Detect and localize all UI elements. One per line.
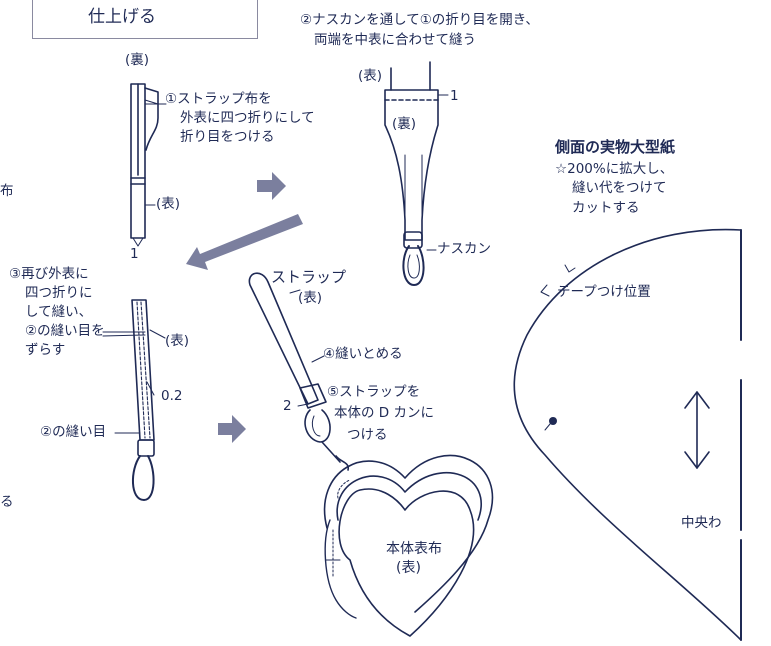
edge-fragment-fu: 布 [0,183,14,199]
step3-instruction-line2: 四つ折りに [25,285,93,301]
step1-ura-label: (裏) [125,52,150,68]
strap-folded-illustration [130,83,167,247]
step2-instruction-line2: 両端を中表に合わせて縫う [314,32,476,48]
finish-heading: 仕上げる [88,7,156,27]
strap-label: ストラップ [271,268,347,286]
arrow-right-icon-1 [257,172,286,200]
step1-number: 1 [130,246,139,262]
nasukan-label: ナスカン [437,241,491,257]
bag-body-label: 本体表布 [386,541,442,557]
step45-number: 2 [283,398,292,414]
transition-arrows [186,172,303,443]
bag-body-omote-label: (表) [396,560,421,576]
pattern-title: 側面の実物大型紙 [555,138,676,156]
step3-instruction-line1: ③再び外表に [9,266,89,282]
step3-seam-label: ②の縫い目 [40,424,107,440]
pattern-dot-mark [549,417,557,425]
arrow-down-left-icon [186,214,303,270]
arrow-right-icon-2 [218,415,246,443]
step5-instruction-line2: 本体の D カンに [334,405,434,421]
step2-ura-label: (裏) [392,116,417,132]
step2-omote-label: (表) [358,68,383,84]
step3-instruction-line3: して縫い、 [25,304,93,320]
tape-position-label: テープつけ位置 [557,284,651,300]
step3-measure-label: 0.2 [161,388,183,404]
strap-omote-label: (表) [298,290,323,306]
step3-instruction-line5: ずらす [25,342,66,358]
step2-number: 1 [450,88,459,104]
pattern-note-line1: ☆200%に拡大し、 [555,161,674,177]
edge-fragment-ru: る [0,494,14,510]
strap-attached-illustration [248,272,350,471]
pattern-note-line3: カットする [572,200,640,216]
step5-instruction-line3: つける [347,427,388,443]
pattern-note-line2: 縫い代をつけて [572,180,667,196]
step3-omote-label: (表) [165,333,190,349]
pattern-outline [513,228,742,641]
step3-instruction-line4: ②の縫い目を [25,323,105,339]
finish-heading-box [32,0,258,39]
step2-instruction-line1: ②ナスカンを通して①の折り目を開き、 [300,12,539,28]
strap-opened-illustration [384,61,449,286]
step4-instruction: ④縫いとめる [323,346,403,362]
step1-instruction-line2: 外表に四つ折りにして [180,110,315,126]
heart-bag-illustration [323,454,494,637]
step1-instruction-line1: ①ストラップ布を [165,91,272,107]
strap-sewn-illustration [102,299,166,501]
center-fold-label: 中央わ [681,515,722,531]
step1-instruction-line3: 折り目をつける [180,129,275,145]
step5-instruction-line1: ⑤ストラップを [327,384,421,400]
step1-omote-label: (表) [156,196,181,212]
